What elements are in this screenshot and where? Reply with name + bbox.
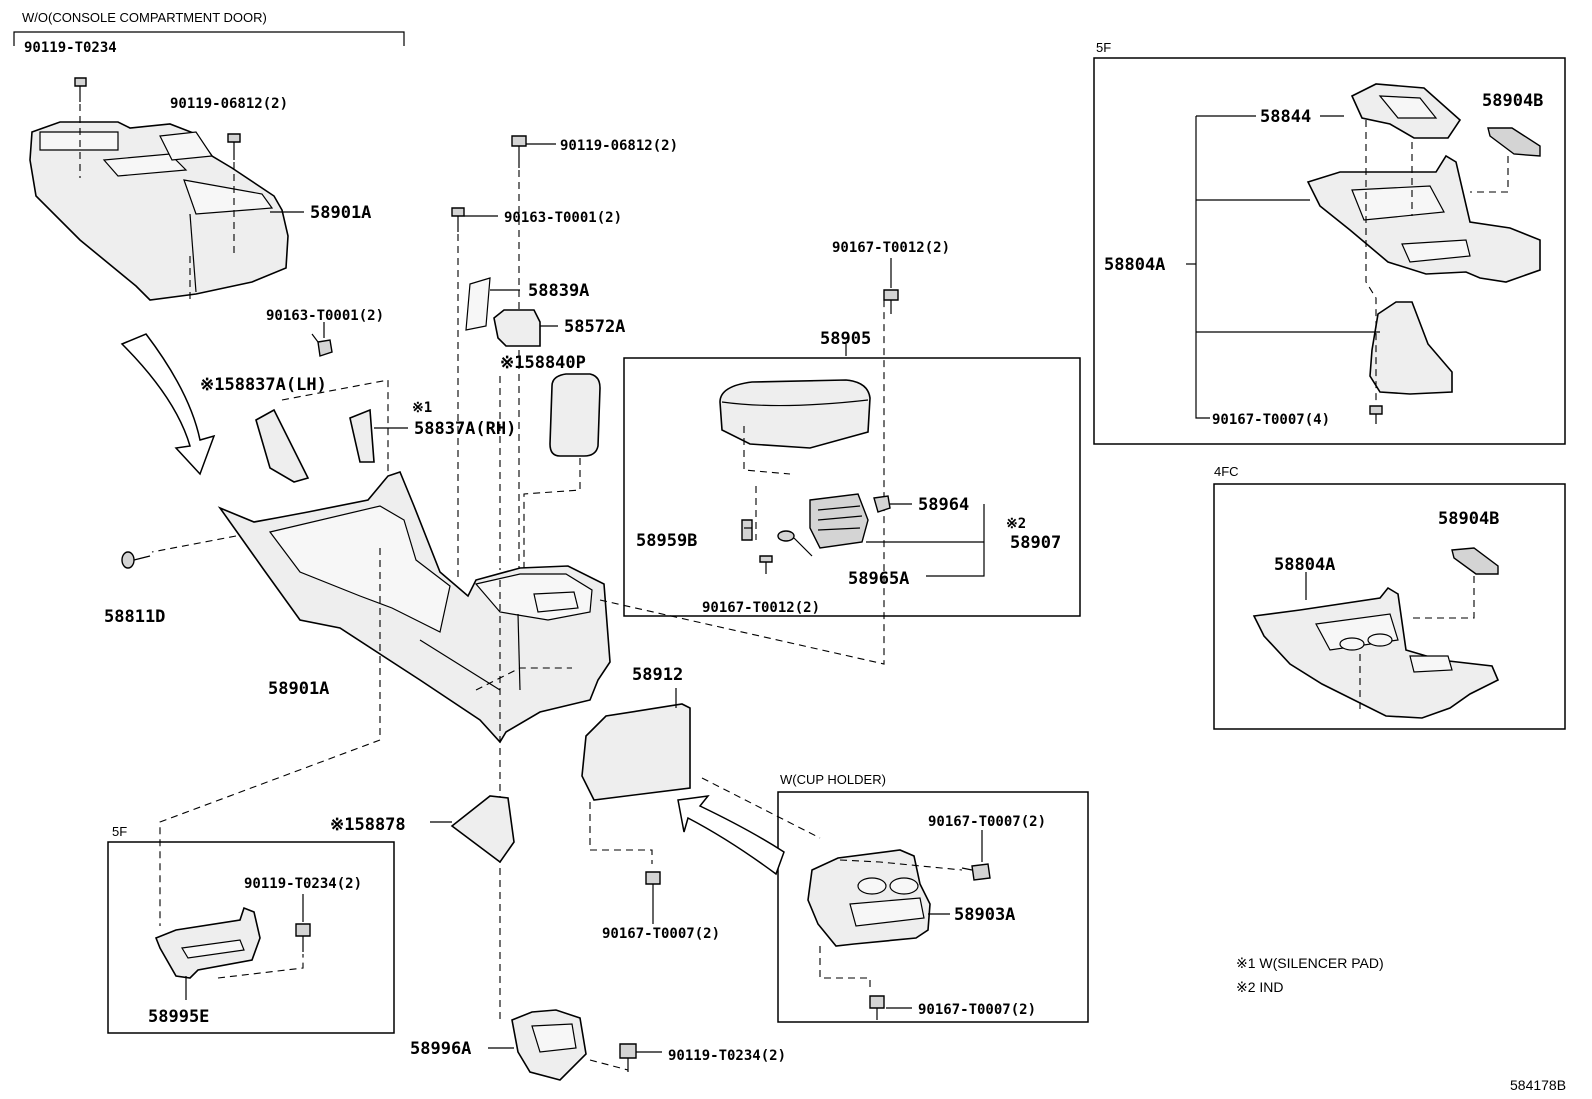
pad-58878	[450, 795, 515, 864]
label-90167-T0012-bot: 90167-T0012(2)	[702, 600, 820, 616]
label-58804A-top: 58804A	[1104, 255, 1165, 275]
label-58837A-LH: ※158837A(LH)	[200, 375, 327, 395]
screw-90119-T0234-top-icon	[74, 77, 87, 102]
assembly-arrow-right	[677, 795, 785, 876]
label-58995E: 58995E	[148, 1007, 209, 1027]
panel-58912	[581, 703, 691, 801]
label-58907: 58907	[1010, 533, 1061, 553]
label-58572A: 58572A	[564, 317, 625, 337]
label-58804A-4fc: 58804A	[1274, 555, 1335, 575]
header-cup-holder: W(CUP HOLDER)	[780, 772, 886, 787]
label-58965A: 58965A	[848, 569, 909, 589]
bezel-58844	[1350, 83, 1462, 139]
label-58903A: 58903A	[954, 905, 1015, 925]
cupholder-58903A	[807, 849, 931, 947]
label-90119-T0234-top: 90119-T0234	[24, 40, 117, 56]
label-90163-T0001-a: 90163-T0001(2)	[504, 210, 622, 226]
label-90119-T0234-bot: 90119-T0234(2)	[668, 1048, 786, 1064]
label-58959B: 58959B	[636, 531, 697, 551]
header-5f-bottom: 5F	[112, 824, 127, 839]
header-4fc: 4FC	[1214, 464, 1239, 479]
label-58904B-top: 58904B	[1482, 91, 1543, 111]
label-58904B-4fc: 58904B	[1438, 509, 1499, 529]
header-5f-top: 5F	[1096, 40, 1111, 55]
screw-90167-T0007-cup-a-icon	[961, 863, 991, 881]
pad-58572A	[493, 309, 541, 347]
box-5f-top	[1093, 57, 1566, 445]
cover-58904B-top	[1487, 127, 1541, 157]
note-ind: ※2 IND	[1236, 979, 1284, 995]
main-console-58901A	[217, 471, 611, 744]
label-58839A: 58839A	[528, 281, 589, 301]
cover-58904B-4fc	[1451, 547, 1499, 575]
label-58901A-top: 58901A	[310, 203, 371, 223]
assembly-58907-icon	[809, 493, 869, 549]
box-armrest	[623, 357, 1081, 617]
bracket-58995E	[154, 906, 261, 979]
label-90163-T0001-b: 90163-T0001(2)	[266, 308, 384, 324]
screw-90167-T0007-cup-b-icon	[869, 995, 885, 1020]
assembly-arrow-left	[120, 333, 216, 476]
lamp-58965A-icon	[777, 530, 813, 557]
screw-90167-T0012-top-icon	[883, 289, 899, 314]
box-5f-bottom	[107, 841, 395, 1034]
label-58811D: 58811D	[104, 607, 165, 627]
bolt-90119-T0234-5f-icon	[295, 923, 311, 952]
label-90167-T0007-mid: 90167-T0007(2)	[602, 926, 720, 942]
console-box-top	[29, 121, 289, 301]
clip-58811D-icon	[121, 551, 151, 569]
console-58804A-top	[1306, 154, 1541, 283]
label-90167-T0007-cup-b: 90167-T0007(2)	[918, 1002, 1036, 1018]
header-wo-console-door: W/O(CONSOLE COMPARTMENT DOOR)	[22, 10, 267, 25]
bolt-90119-06812-a-icon	[227, 133, 241, 160]
label-90167-T0007-cup-a: 90167-T0007(2)	[928, 814, 1046, 830]
box-4fc	[1213, 483, 1566, 730]
bolt-90119-06812-b-icon	[511, 135, 527, 168]
pad-58840P	[549, 373, 601, 457]
diagram-id: 584178B	[1510, 1077, 1566, 1093]
label-58912: 58912	[632, 665, 683, 685]
screw-90167-T0012-bot-icon	[759, 555, 773, 574]
label-90167-T0012-top: 90167-T0012(2)	[832, 240, 950, 256]
label-58837A-RH: 58837A(RH)	[414, 419, 516, 439]
label-58837A-RH-mark: ※1	[412, 400, 432, 416]
label-90119-06812-a: 90119-06812(2)	[170, 96, 288, 112]
label-58844: 58844	[1260, 107, 1311, 127]
box-cup-holder	[777, 791, 1089, 1023]
label-58964: 58964	[918, 495, 969, 515]
label-58901A-main: 58901A	[268, 679, 329, 699]
screw-90163-T0001-b-icon	[311, 333, 333, 357]
pad-58839A	[465, 277, 491, 331]
screw-90163-T0001-a-icon	[451, 207, 465, 232]
label-90119-T0234-5f: 90119-T0234(2)	[244, 876, 362, 892]
header-bracket	[13, 31, 405, 46]
note-silencer-pad: ※1 W(SILENCER PAD)	[1236, 955, 1384, 971]
label-90119-06812-b: 90119-06812(2)	[560, 138, 678, 154]
label-58996A: 58996A	[410, 1039, 471, 1059]
console-58804A-4fc	[1252, 586, 1500, 719]
screw-90167-T0007-4-icon	[1369, 405, 1383, 424]
label-58840P: ※158840P	[500, 353, 586, 373]
label-90167-T0007-4: 90167-T0007(4)	[1212, 412, 1330, 428]
screw-58959B-icon	[741, 519, 753, 541]
label-58905: 58905	[820, 329, 871, 349]
label-58907-mark: ※2	[1006, 516, 1026, 532]
label-58878: ※158878	[330, 815, 406, 835]
switch-58964-icon	[873, 495, 891, 513]
armrest-58905	[719, 379, 871, 449]
pad-58837A-RH	[349, 408, 375, 463]
screw-90167-T0007-mid-icon	[645, 871, 661, 900]
pad-58837A-LH	[255, 408, 310, 483]
bolt-90119-T0234-bot-icon	[619, 1043, 637, 1072]
bracket-58996A	[511, 1009, 587, 1081]
boot-58804A-top	[1369, 301, 1453, 395]
